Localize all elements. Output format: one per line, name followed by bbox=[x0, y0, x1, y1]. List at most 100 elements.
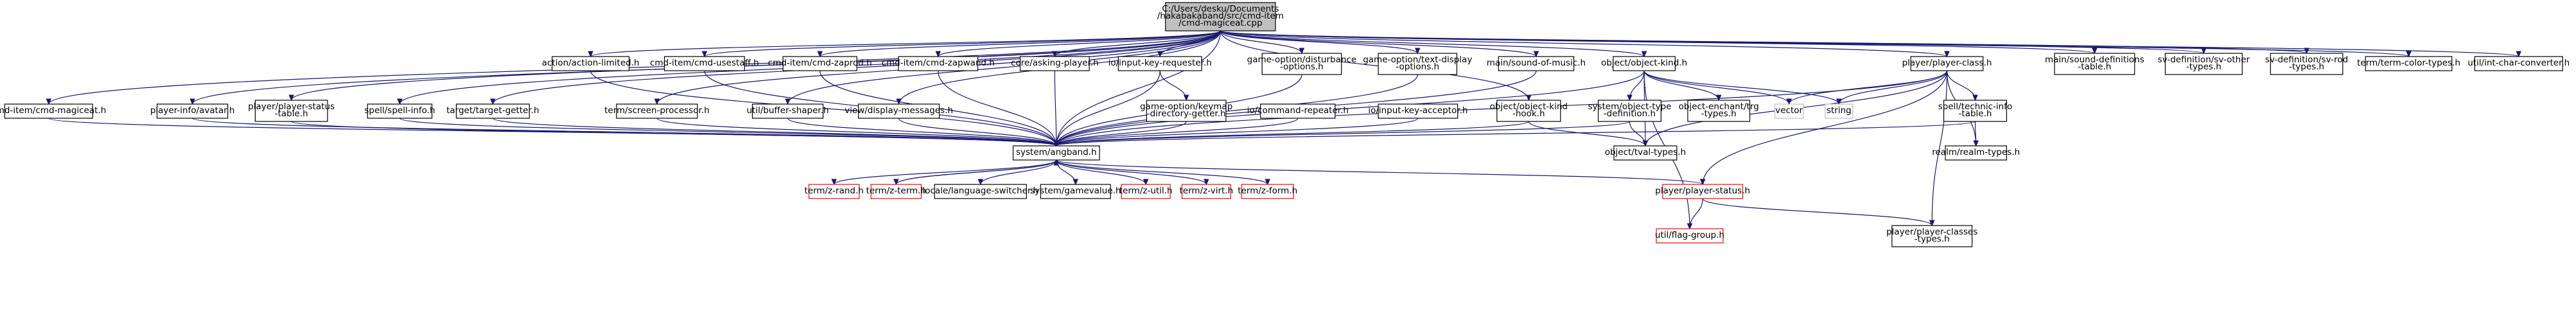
node-label: object/object-kind bbox=[1490, 102, 1568, 112]
node-vector[interactable]: vector bbox=[1774, 103, 1804, 119]
node-label: player/player-status bbox=[248, 102, 335, 112]
node-avatar-h[interactable]: player-info/avatar.h bbox=[150, 103, 235, 119]
node-label: player-info/avatar.h bbox=[150, 105, 235, 116]
edge-player_status_table_h-to-angband_h bbox=[291, 121, 1057, 147]
node-technic-info-table-h[interactable]: spell/technic-info-table.h bbox=[1938, 100, 2012, 122]
node-input-key-acceptor-h[interactable]: io/input-key-acceptor.h bbox=[1368, 103, 1468, 119]
node-angband-h[interactable]: system/angband.h bbox=[1012, 145, 1100, 161]
node-sound-of-music-h[interactable]: main/sound-of-music.h bbox=[1487, 56, 1586, 71]
node-display-messages-h[interactable]: view/display-messages.h bbox=[845, 103, 953, 119]
node-int-char-converter-h[interactable]: util/int-char-converter.h bbox=[2467, 56, 2570, 71]
node-object-kind-hook-h[interactable]: object/object-kind-hook.h bbox=[1490, 100, 1568, 122]
node-label: C:/Users/desku/Documents bbox=[1162, 4, 1279, 14]
node-label: /cmd-magiceat.cpp bbox=[1178, 18, 1262, 28]
edge-screen_processor_h-to-angband_h bbox=[656, 118, 1057, 147]
edge-asking_player_h-to-angband_h bbox=[1054, 70, 1057, 147]
node-object-type-definition-h[interactable]: system/object-type-definition.h bbox=[1588, 100, 1671, 122]
node-tval-types-h[interactable]: object/tval-types.h bbox=[1605, 145, 1686, 161]
edge-object_kind_h-to-vector bbox=[1643, 70, 1790, 105]
edge-object_type_definition_h-to-tval_types_h bbox=[1629, 121, 1646, 147]
node-box bbox=[2365, 56, 2453, 71]
node-box bbox=[1146, 100, 1227, 122]
node-label: player/player-status.h bbox=[1655, 186, 1750, 196]
node-language-switcher-h[interactable]: locale/language-switcher.h bbox=[922, 184, 1038, 199]
node-player-classes-types-h[interactable]: player/player-classes-types.h bbox=[1886, 225, 1977, 247]
node-screen-processor-h[interactable]: term/screen-processor.h bbox=[604, 103, 710, 119]
node-action-limited-h[interactable]: action/action-limited.h bbox=[542, 56, 640, 71]
arrowhead-player_status_h-to-flag_group_h bbox=[1687, 223, 1693, 230]
edge-player_status_h-to-player_classes_types_h bbox=[1702, 198, 1932, 226]
node-z-util-h[interactable]: term/z-util.h bbox=[1119, 184, 1173, 199]
node-root[interactable]: C:/Users/desku/Documents/hakabakaband/sr… bbox=[1157, 2, 1284, 31]
node-realm-types-h[interactable]: realm/realm-types.h bbox=[1932, 145, 2020, 161]
node-cmd-magiceat-h[interactable]: cmd-item/cmd-magiceat.h bbox=[0, 103, 106, 119]
node-keymap-directory-getter-h[interactable]: game-option/keymap-directory-getter.h bbox=[1140, 100, 1232, 122]
node-box bbox=[455, 103, 530, 119]
node-z-rand-h[interactable]: term/z-rand.h bbox=[804, 184, 864, 199]
edge-action_limited_h-to-angband_h bbox=[590, 70, 1057, 147]
node-box bbox=[808, 184, 860, 199]
edge-avatar_h-to-angband_h bbox=[192, 118, 1057, 147]
node-object-enchant-trg-types-h[interactable]: object-enchant/trg-types.h bbox=[1679, 100, 1759, 122]
node-label: -table.h bbox=[1959, 109, 1992, 119]
edge-z_term_h-to-angband_h bbox=[895, 159, 1057, 185]
node-label: io/command-repeater.h bbox=[1247, 105, 1349, 116]
node-sv-other-types-h[interactable]: sv-definition/sv-other-types.h bbox=[2158, 53, 2250, 75]
node-label: target/target-getter.h bbox=[446, 105, 539, 116]
node-input-key-requester-h[interactable]: io/input-key-requester.h bbox=[1108, 56, 1212, 71]
node-box bbox=[367, 103, 433, 119]
edge-root-to-object_kind_hook_h bbox=[1220, 30, 1529, 101]
arrowhead-root-to-cmd_magiceat_h bbox=[46, 98, 52, 105]
node-box bbox=[2164, 53, 2243, 75]
node-flag-group-h[interactable]: util/flag-group.h bbox=[1655, 228, 1724, 244]
edge-text_display_options_h-to-angband_h bbox=[1056, 74, 1418, 147]
node-target-getter-h[interactable]: target/target-getter.h bbox=[446, 103, 539, 119]
arrowhead-root-to-cmd_zaprod_h bbox=[817, 51, 823, 58]
node-buffer-shaper-h[interactable]: util/buffer-shaper.h bbox=[746, 103, 829, 119]
node-player-status-table-h[interactable]: player/player-status-table.h bbox=[248, 100, 335, 122]
node-label: system/object-type bbox=[1588, 102, 1671, 112]
node-object-kind-h[interactable]: object/object-kind.h bbox=[1601, 56, 1687, 71]
node-cmd-usestaff-h[interactable]: cmd-item/cmd-usestaff.h bbox=[650, 56, 759, 71]
node-z-term-h[interactable]: term/z-term.h bbox=[866, 184, 926, 199]
node-cmd-zaprod-h[interactable]: cmd-item/cmd-zaprod.h bbox=[768, 56, 872, 71]
edge-object_kind_hook_h-to-tval_types_h bbox=[1528, 121, 1646, 147]
node-label: game-option/disturbance bbox=[1247, 55, 1357, 65]
node-cmd-zapwand-h[interactable]: cmd-item/cmd-zapwand.h bbox=[882, 56, 995, 71]
node-command-repeater-h[interactable]: io/command-repeater.h bbox=[1247, 103, 1349, 119]
arrowhead-angband_h-to-z_term_h bbox=[893, 179, 899, 186]
edge-input_key_acceptor_h-to-angband_h bbox=[1056, 118, 1419, 147]
node-gamevalue-h[interactable]: system/gamevalue.h bbox=[1030, 184, 1121, 199]
node-sound-definitions-table-h[interactable]: main/sound-definitions-table.h bbox=[2045, 53, 2144, 75]
node-term-color-types-h[interactable]: term/term-color-types.h bbox=[2357, 56, 2460, 71]
node-z-form-h[interactable]: term/z-form.h bbox=[1238, 184, 1297, 199]
node-label: main/sound-definitions bbox=[2045, 55, 2144, 65]
node-box bbox=[1378, 103, 1459, 119]
node-z-virt-h[interactable]: term/z-virt.h bbox=[1180, 184, 1234, 199]
node-label: -options.h bbox=[1280, 62, 1324, 72]
edge-root-to-term_color_types_h bbox=[1220, 30, 2410, 57]
node-label: object-enchant/trg bbox=[1679, 102, 1759, 112]
node-player-status-h[interactable]: player/player-status.h bbox=[1655, 184, 1750, 199]
edge-player_class_h-to-string bbox=[1838, 70, 1948, 105]
node-disturbance-options-h[interactable]: game-option/disturbance-options.h bbox=[1247, 53, 1357, 75]
node-string[interactable]: string bbox=[1825, 103, 1853, 119]
arrowhead-player_class_h-to-technic_info_table_h bbox=[1972, 94, 1978, 102]
edge-input_key_requester_h-to-angband_h bbox=[1056, 70, 1161, 147]
node-sv-rod-types-h[interactable]: sv-definition/sv-rod-types.h bbox=[2265, 53, 2348, 75]
node-spell-info-h[interactable]: spell/spell-info.h bbox=[364, 103, 435, 119]
node-box bbox=[1656, 228, 1724, 244]
node-box bbox=[254, 100, 328, 122]
node-text-display-options-h[interactable]: game-option/text-display-options.h bbox=[1363, 53, 1472, 75]
arrowhead-player_class_h-to-string bbox=[1836, 98, 1842, 105]
edge-root-to-sound_of_music_h bbox=[1220, 30, 1537, 57]
node-box bbox=[751, 103, 824, 119]
node-box bbox=[2474, 56, 2563, 71]
node-asking-player-h[interactable]: core/asking-player.h bbox=[1011, 56, 1099, 71]
node-player-class-h[interactable]: player/player-class.h bbox=[1902, 56, 1992, 71]
node-label: main/sound-of-music.h bbox=[1487, 58, 1586, 68]
node-label: view/display-messages.h bbox=[845, 105, 953, 116]
arrowhead-angband_h-to-gamevalue_h bbox=[1073, 179, 1078, 186]
edge-root-to-angband_h bbox=[1056, 30, 1221, 147]
